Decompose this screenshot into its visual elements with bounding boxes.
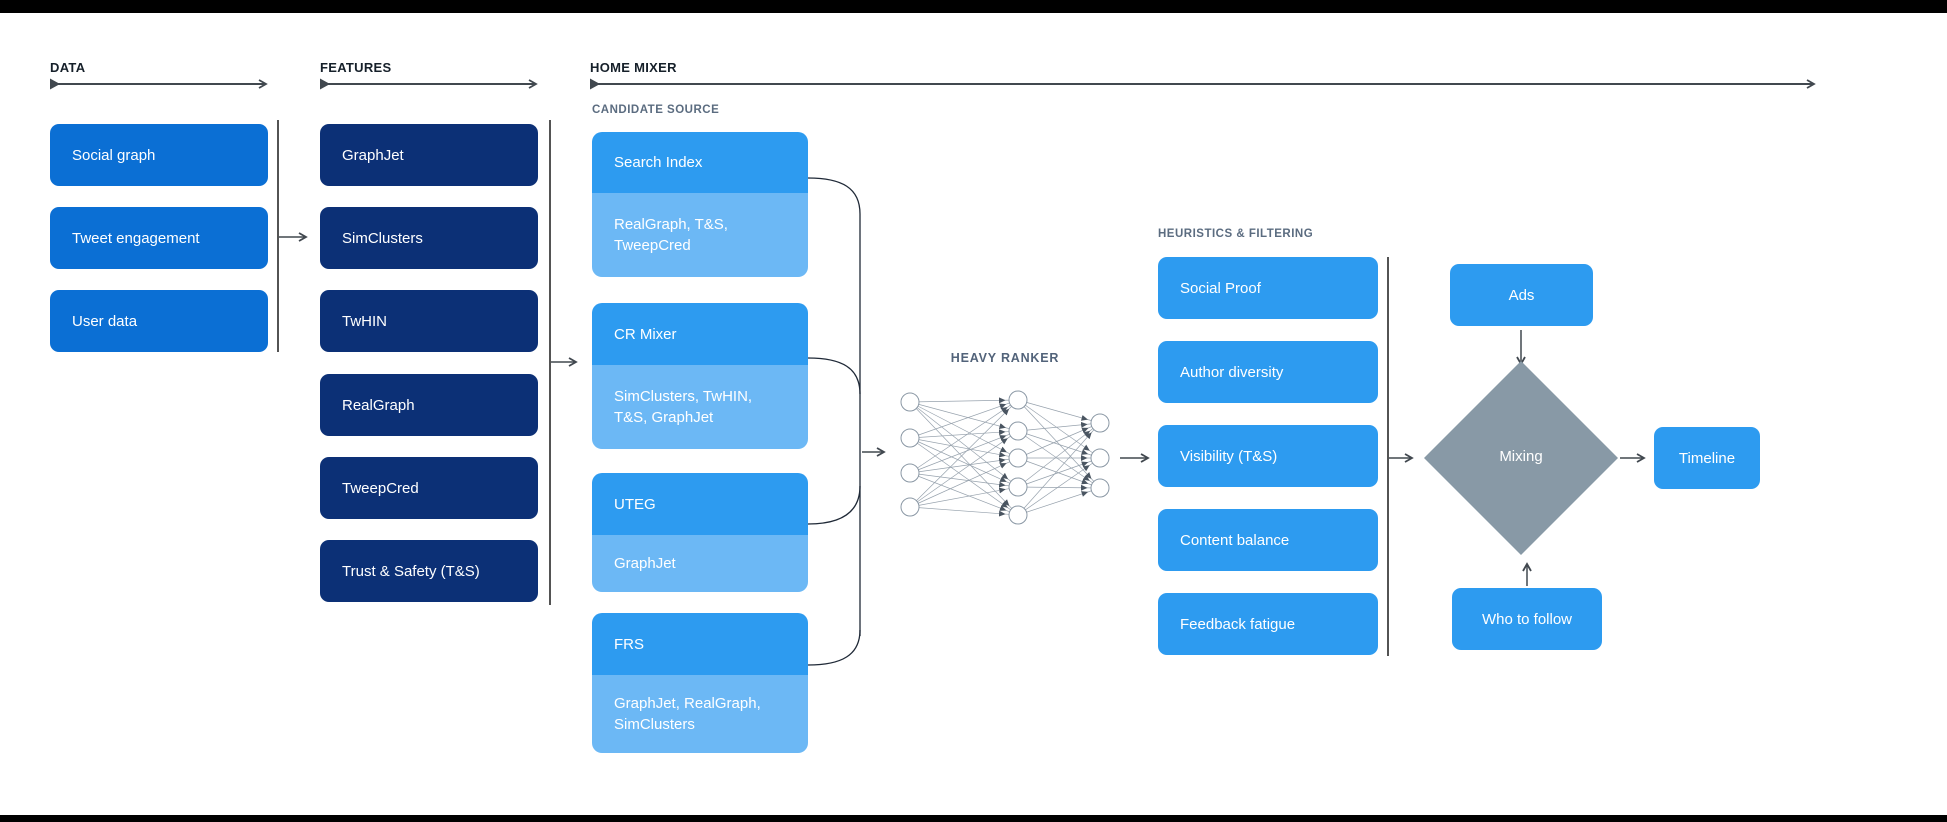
candidate-card-features: GraphJet	[592, 535, 808, 592]
node-label: Trust & Safety (T&S)	[342, 562, 480, 580]
header-arrow-features	[320, 78, 538, 90]
ads-node: Ads	[1450, 264, 1593, 326]
candidate-card-header: FRS	[592, 613, 808, 675]
heuristic-node-feedback-fatigue: Feedback fatigue	[1158, 593, 1378, 655]
section-label-features: FEATURES	[320, 60, 392, 75]
candidate-card-features: SimClusters, TwHIN, T&S, GraphJet	[592, 365, 808, 449]
candidate-source-label: CANDIDATE SOURCE	[592, 104, 720, 116]
node-label: GraphJet	[342, 146, 404, 164]
feature-node-tweepcred: TweepCred	[320, 457, 538, 519]
timeline-node: Timeline	[1654, 427, 1760, 489]
candidate-card-features: RealGraph, T&S, TweepCred	[592, 193, 808, 277]
candidate-card-header: Search Index	[592, 132, 808, 193]
candidate-feature-list: SimClusters, TwHIN, T&S, GraphJet	[614, 388, 753, 426]
section-label-data: DATA	[50, 60, 86, 75]
data-node-user-data: User data	[50, 290, 268, 352]
data-node-social-graph: Social graph	[50, 124, 268, 186]
flow-arrows	[279, 232, 1646, 586]
header-arrow-home-mixer	[590, 78, 1816, 90]
node-label: Author diversity	[1180, 363, 1284, 381]
node-label: Who to follow	[1481, 610, 1573, 628]
candidate-feature-list: RealGraph, T&S, TweepCred	[614, 216, 728, 254]
node-label: TwHIN	[342, 312, 387, 330]
heuristics-filtering-label: HEURISTICS & FILTERING	[1158, 228, 1314, 240]
heuristic-node-social-proof: Social Proof	[1158, 257, 1378, 319]
who-to-follow-node: Who to follow	[1452, 588, 1602, 650]
node-label: Tweet engagement	[72, 229, 200, 247]
feature-node-trust-safety: Trust & Safety (T&S)	[320, 540, 538, 602]
node-label: Visibility (T&S)	[1180, 447, 1278, 465]
heuristic-node-author-diversity: Author diversity	[1158, 341, 1378, 403]
node-label: Content balance	[1180, 531, 1290, 549]
feature-node-simclusters: SimClusters	[320, 207, 538, 269]
candidate-name: FRS	[614, 635, 644, 653]
node-label: User data	[72, 312, 138, 330]
node-label: RealGraph	[342, 396, 415, 414]
node-label: Ads	[1508, 286, 1535, 304]
feature-node-realgraph: RealGraph	[320, 374, 538, 436]
candidate-connectors	[807, 177, 861, 666]
node-label: Social Proof	[1180, 279, 1261, 297]
node-label: SimClusters	[342, 229, 423, 247]
candidate-card-frs: FRS GraphJet, RealGraph, SimClusters	[592, 613, 808, 753]
mixing-diamond-shape	[1424, 361, 1618, 555]
node-label: Timeline	[1678, 449, 1736, 467]
candidate-name: UTEG	[614, 495, 656, 513]
neural-network-glyph	[900, 390, 1110, 525]
candidate-card-cr-mixer: CR Mixer SimClusters, TwHIN, T&S, GraphJ…	[592, 303, 808, 449]
candidate-feature-list: GraphJet, RealGraph, SimClusters	[614, 695, 761, 733]
candidate-card-uteg: UTEG GraphJet	[592, 473, 808, 592]
feature-node-graphjet: GraphJet	[320, 124, 538, 186]
candidate-card-header: CR Mixer	[592, 303, 808, 365]
candidate-card-search-index: Search Index RealGraph, T&S, TweepCred	[592, 132, 808, 277]
header-arrow-data	[50, 78, 268, 90]
candidate-name: CR Mixer	[614, 325, 677, 343]
data-node-tweet-engagement: Tweet engagement	[50, 207, 268, 269]
mixing-diamond-label: Mixing	[1499, 448, 1543, 465]
section-label-home-mixer: HOME MIXER	[590, 60, 677, 75]
heuristic-node-content-balance: Content balance	[1158, 509, 1378, 571]
top-black-bar	[0, 0, 1947, 13]
node-label: Social graph	[72, 146, 156, 164]
candidate-feature-list: GraphJet	[614, 555, 676, 572]
heuristic-node-visibility: Visibility (T&S)	[1158, 425, 1378, 487]
candidate-card-features: GraphJet, RealGraph, SimClusters	[592, 675, 808, 753]
feature-node-twhin: TwHIN	[320, 290, 538, 352]
node-label: Feedback fatigue	[1180, 615, 1296, 633]
candidate-name: Search Index	[614, 154, 703, 171]
node-label: TweepCred	[342, 479, 419, 497]
heavy-ranker-label: HEAVY RANKER	[950, 351, 1060, 365]
candidate-card-header: UTEG	[592, 473, 808, 535]
bottom-black-bar	[0, 815, 1947, 822]
